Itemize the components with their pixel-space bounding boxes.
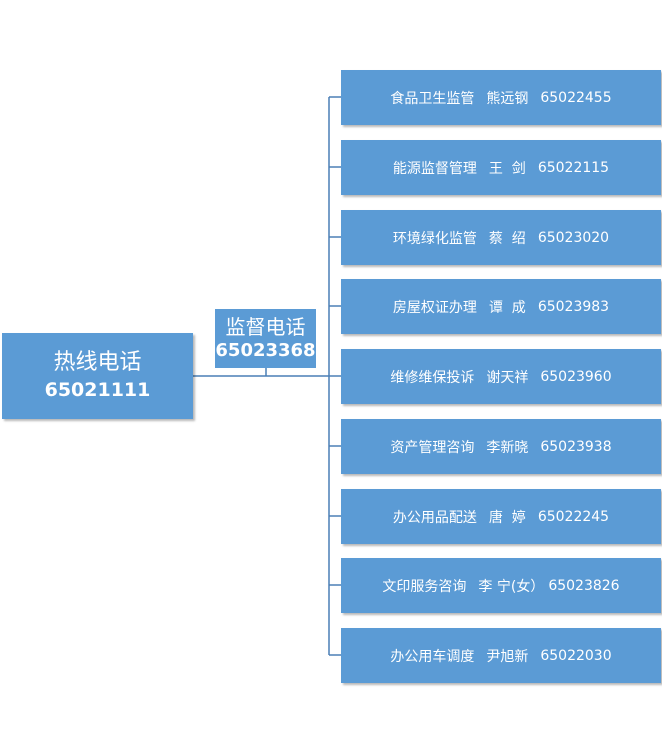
service-name: 维修维保投诉 (390, 369, 475, 386)
service-name: 办公用品配送 (392, 509, 477, 526)
service-box-food-hygiene: 食品卫生监管 熊远钢 65022455 (341, 70, 661, 125)
supervision-number: 65023368 (215, 339, 316, 361)
hotline-box: 热线电话 65021111 (2, 333, 193, 419)
contact-person: 谭 成 (488, 299, 526, 316)
contact-phone: 65022115 (537, 159, 610, 176)
hotline-number: 65021111 (44, 378, 151, 401)
contact-phone: 65023020 (537, 229, 610, 246)
service-name: 文印服务咨询 (382, 578, 467, 595)
contact-phone: 65023938 (540, 438, 612, 455)
contact-person: 李新晓 (486, 439, 529, 456)
contact-phone: 65023826 (548, 577, 620, 594)
supervision-box: 监督电话 65023368 (215, 309, 316, 368)
service-name: 资产管理咨询 (390, 439, 475, 456)
hotline-label: 热线电话 (53, 350, 142, 376)
contact-person: 唐 婷 (488, 509, 526, 526)
service-name: 环境绿化监管 (392, 230, 477, 247)
contact-person: 蔡 绍 (488, 230, 526, 247)
contact-person: 王 剑 (488, 160, 526, 177)
service-name: 办公用车调度 (390, 648, 475, 665)
contact-phone: 65023960 (540, 368, 612, 385)
contact-person: 谢天祥 (486, 369, 529, 386)
service-box-asset: 资产管理咨询 李新晓 65023938 (341, 419, 661, 474)
service-name: 房屋权证办理 (392, 299, 477, 316)
contact-person: 尹旭新 (486, 648, 529, 665)
service-box-energy: 能源监督管理 王 剑 65022115 (341, 140, 661, 195)
service-name: 能源监督管理 (392, 160, 477, 177)
service-name: 食品卫生监管 (390, 90, 475, 107)
service-box-vehicle: 办公用车调度 尹旭新 65022030 (341, 628, 661, 683)
contact-person: 李 宁(女） (478, 578, 545, 595)
service-box-property-title: 房屋权证办理 谭 成 65023983 (341, 279, 661, 334)
service-box-greening: 环境绿化监管 蔡 绍 65023020 (341, 210, 661, 265)
service-box-maintenance: 维修维保投诉 谢天祥 65023960 (341, 349, 661, 404)
service-box-office-supplies: 办公用品配送 唐 婷 65022245 (341, 489, 661, 544)
supervision-label: 监督电话 (225, 314, 306, 339)
contact-phone: 65022245 (537, 508, 610, 525)
contact-phone: 65023983 (537, 298, 610, 315)
contact-phone: 65022030 (540, 647, 612, 664)
service-box-printing: 文印服务咨询 李 宁(女） 65023826 (341, 558, 661, 613)
contact-person: 熊远钢 (486, 90, 529, 107)
contact-phone: 65022455 (540, 89, 612, 106)
